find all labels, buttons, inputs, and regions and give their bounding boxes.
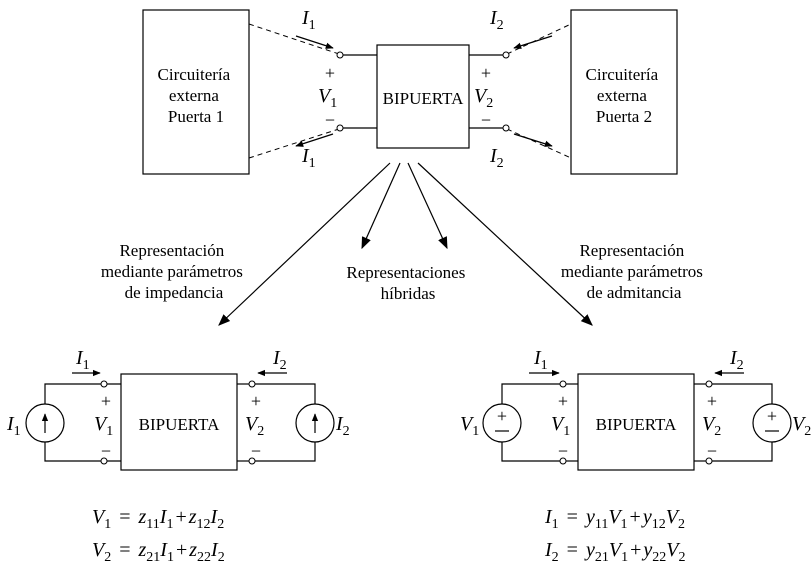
right-wire-p1-bottom [501, 442, 563, 462]
left-wire-p2-bottom [252, 442, 316, 462]
two-port-block-right [577, 373, 695, 471]
terminal-p2-upper [502, 51, 510, 59]
impedance-circuit: BIPUERTA I1 I2 I1 I2 + V1 − + V2 − [6, 347, 350, 565]
left-v1-plus: + [101, 391, 111, 411]
external-circuit-1-label: Circuitería externa Puerta 1 [158, 65, 235, 126]
left-v1-minus: − [101, 441, 111, 461]
left-terminal-p1-bottom [100, 457, 108, 465]
voltage-source-v2 [752, 403, 792, 443]
label-right-v2: V2 [702, 413, 721, 439]
terminal-p1-upper [336, 51, 344, 59]
label-i1-bottom: I1 [301, 145, 316, 171]
left-wire-p1-top [44, 383, 104, 404]
current-arrow-i1-in [295, 35, 334, 49]
impedance-representation-label: Representación mediante parámetros de im… [101, 241, 247, 302]
right-terminal-p1-bottom [559, 457, 567, 465]
arrow-to-hybrid-right [407, 162, 448, 250]
admittance-circuit: BIPUERTA + + V1 V2 I1 I2 + V1 − + V [460, 347, 811, 565]
label-source-i1: I1 [6, 413, 21, 439]
admittance-equation-2: I2=y21V1+y22V2 [544, 539, 685, 565]
label-source-i2: I2 [335, 413, 350, 439]
external-circuit-2-label: Circuitería externa Puerta 2 [586, 65, 663, 126]
label-right-v1: V1 [551, 413, 570, 439]
label-left-v2: V2 [245, 413, 264, 439]
label-source-v1: V1 [460, 413, 479, 439]
label-i2-bottom: I2 [489, 145, 504, 171]
left-v2-minus: − [251, 441, 261, 461]
voltage-source-v2-plus-icon: + [767, 406, 777, 426]
voltage-source-v1 [482, 403, 522, 443]
external-circuit-2-box [570, 9, 678, 175]
label-right-i1: I1 [533, 347, 548, 373]
two-port-label-top: BIPUERTA [383, 89, 464, 108]
two-port-label-left: BIPUERTA [139, 415, 220, 434]
label-i2-top: I2 [489, 7, 504, 33]
v1-minus-top: − [325, 110, 335, 130]
label-v2-top: V2 [474, 85, 493, 111]
two-port-block-top [376, 44, 470, 149]
terminal-p2-lower [502, 124, 510, 132]
label-v1-top: V1 [318, 85, 337, 111]
arrow-to-hybrid-left [361, 162, 401, 250]
right-terminal-p2-bottom [705, 457, 713, 465]
terminal-p1-lower [336, 124, 344, 132]
arrow-to-impedance [218, 162, 391, 326]
right-wire-p1-top [501, 383, 563, 404]
label-left-v1: V1 [94, 413, 113, 439]
external-circuit-1-box [142, 9, 250, 175]
left-wire-p1-bottom [44, 442, 104, 462]
right-v2-plus: + [707, 391, 717, 411]
current-source-i1 [25, 403, 65, 443]
label-right-i2: I2 [729, 347, 744, 373]
label-i1-top: I1 [301, 7, 316, 33]
impedance-equation-1: V1=z11I1+z12I2 [92, 506, 224, 532]
admittance-representation-label: Representación mediante parámetros de ad… [561, 241, 707, 302]
current-arrow-i2-in [513, 35, 553, 49]
right-v1-minus: − [558, 441, 568, 461]
representation-arrows [218, 162, 593, 326]
top-section: Circuitería externa Puerta 1 Circuitería… [142, 7, 678, 175]
voltage-source-v1-plus-icon: + [497, 406, 507, 426]
hybrid-representation-label: Representaciones híbridas [346, 263, 469, 303]
v2-minus-top: − [481, 110, 491, 130]
left-terminal-p2-top [248, 380, 256, 388]
dashed-link-1-lower [248, 128, 340, 159]
right-wire-p2-top [709, 383, 773, 404]
v1-plus-top: + [325, 63, 335, 83]
right-terminal-p1-top [559, 380, 567, 388]
dashed-link-1-upper [248, 23, 340, 55]
dashed-link-2-upper [506, 23, 572, 55]
right-wire-p2-bottom [709, 442, 773, 462]
impedance-equation-2: V2=z21I1+z22I2 [92, 539, 225, 565]
label-left-i2: I2 [272, 347, 287, 373]
current-source-i2 [295, 403, 335, 443]
arrow-to-admittance [417, 162, 593, 326]
label-source-v2: V2 [792, 413, 811, 439]
current-arrow-i2-out [513, 133, 553, 147]
dashed-link-2-lower [506, 128, 572, 159]
right-v2-minus: − [707, 441, 717, 461]
right-v1-plus: + [558, 391, 568, 411]
two-port-block-left [120, 373, 238, 471]
right-terminal-p2-top [705, 380, 713, 388]
left-terminal-p2-bottom [248, 457, 256, 465]
left-wire-p2-top [252, 383, 316, 404]
v2-plus-top: + [481, 63, 491, 83]
left-terminal-p1-top [100, 380, 108, 388]
admittance-equation-1: I1=y11V1+y12V2 [544, 506, 685, 532]
left-v2-plus: + [251, 391, 261, 411]
two-port-label-right: BIPUERTA [596, 415, 677, 434]
label-left-i1: I1 [75, 347, 90, 373]
current-arrow-i1-out [295, 133, 334, 147]
